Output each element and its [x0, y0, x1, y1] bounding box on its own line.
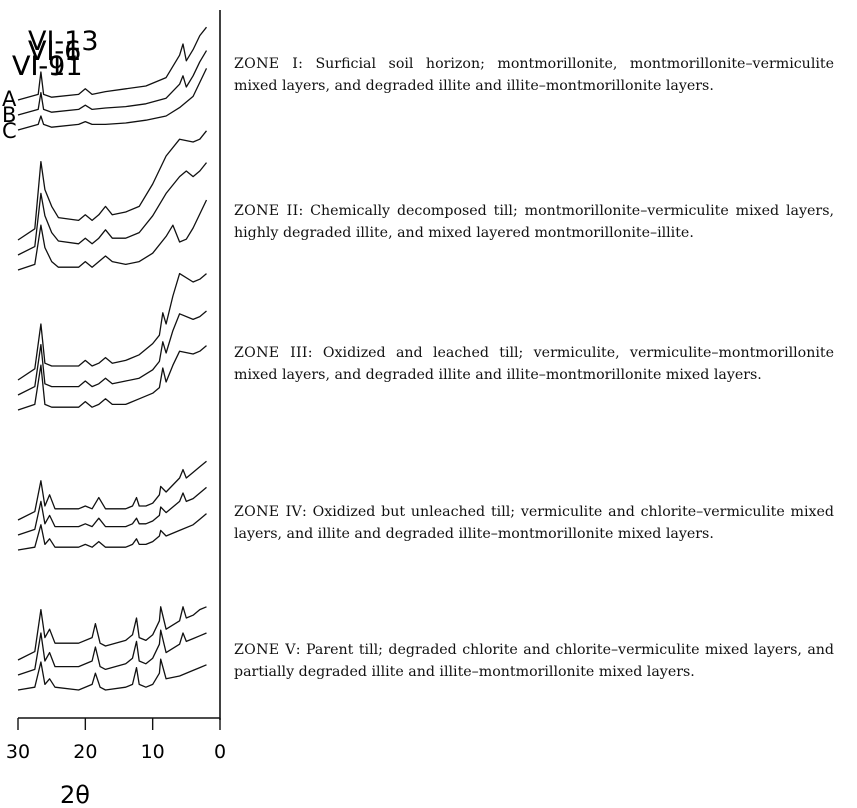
sample-label: VI-9 — [12, 51, 65, 82]
x-axis-ticks: 30 20 10 0 — [6, 718, 225, 763]
zone-2-description: ZONE II: Chemically decomposed till; mon… — [234, 201, 834, 244]
curve-letter: B — [2, 103, 16, 127]
sample-label: VI-6 — [28, 36, 81, 67]
sample-label: VI-1 — [28, 36, 81, 67]
xrd-curve-VI-6-C — [17, 513, 207, 551]
zone-2-label: ZONE II — [234, 203, 299, 219]
x-tick-label: 10 — [141, 741, 165, 763]
xrd-curve-VI-9-A — [17, 272, 207, 381]
zone-4-text: : Oxidized but unleached till; vermiculi… — [234, 504, 834, 542]
curve-letter: A — [2, 87, 17, 111]
curve-letter: C — [2, 119, 17, 143]
x-tick-label: 0 — [214, 741, 225, 763]
zone-1-text: : Surficial soil horizon; montmorillonit… — [234, 56, 834, 94]
x-tick-label: 30 — [6, 741, 30, 763]
xrd-curve-VI-1-A — [17, 606, 207, 661]
xrd-curve-VI-9-B — [17, 310, 207, 396]
curve-letters: ABC — [2, 87, 17, 143]
zone-5-description: ZONE V: Parent till; degraded chlorite a… — [234, 640, 834, 683]
xrd-curve-VI-11-B — [17, 162, 208, 256]
xrd-curve-VI-13-C — [17, 68, 208, 131]
zone-2-text: : Chemically decomposed till; montmorill… — [234, 203, 834, 241]
xrd-curve-VI-13-A — [17, 26, 208, 101]
zone-1-description: ZONE I: Surficial soil horizon; montmori… — [234, 54, 834, 97]
xrd-curve-VI-11-C — [17, 199, 208, 271]
zone-3-label: ZONE III — [234, 345, 308, 361]
xrd-curve-VI-9-C — [17, 345, 207, 411]
zone-1-label: ZONE I — [234, 56, 299, 72]
zone-4-label: ZONE IV — [234, 504, 303, 520]
sample-label: VI-11 — [12, 51, 83, 82]
zone-4-description: ZONE IV: Oxidized but unleached till; ve… — [234, 502, 834, 545]
xrd-curve-VI-13-B — [17, 50, 208, 116]
zone-5-label: ZONE V — [234, 642, 296, 658]
diffraction-curves — [17, 26, 208, 691]
xrd-curve-VI-6-A — [17, 460, 207, 521]
xrd-curve-VI-1-C — [17, 658, 207, 691]
xrd-curve-VI-6-B — [17, 486, 207, 536]
zone-3-text: : Oxidized and leached till; vermiculite… — [234, 345, 834, 383]
x-tick-label: 20 — [73, 741, 97, 763]
xrd-curve-VI-1-B — [17, 629, 207, 676]
zone-5-text: : Parent till; degraded chlorite and chl… — [234, 642, 834, 680]
zone-3-description: ZONE III: Oxidized and leached till; ver… — [234, 343, 834, 386]
x-axis-title: 2θ — [60, 781, 90, 808]
sample-label: VI-13 — [28, 26, 99, 57]
xrd-curve-VI-11-A — [17, 130, 208, 241]
